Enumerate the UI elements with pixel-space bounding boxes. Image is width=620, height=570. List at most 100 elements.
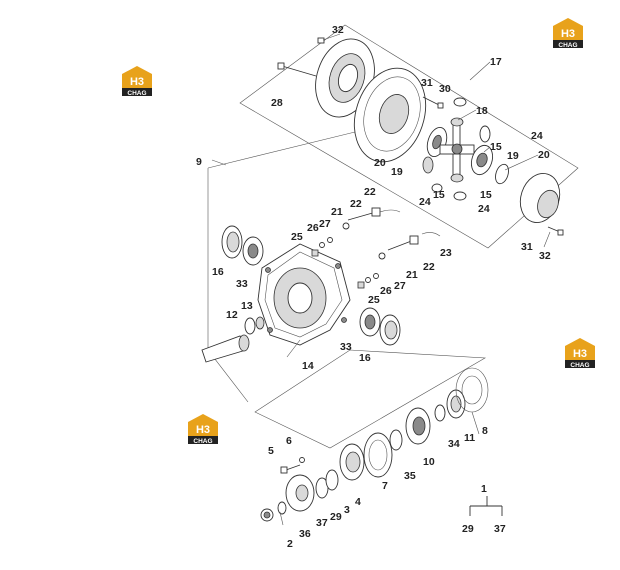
spider-cross-18: [439, 119, 475, 181]
callout-15: 15: [433, 189, 445, 201]
bearing-33-left: [242, 236, 264, 266]
logo-brand-bottom: CHAG: [558, 42, 577, 49]
h3-chag-logo-bottom-left: H3 CHAG: [188, 414, 218, 445]
logo-brand-top: H3: [130, 76, 144, 88]
nut-2: [260, 508, 274, 522]
callout-9: 9: [196, 156, 202, 168]
companion-flange-37: [285, 474, 315, 512]
callout-19: 19: [507, 150, 519, 162]
callout-13: 13: [241, 300, 253, 312]
h3-chag-logo-top-right: H3 CHAG: [553, 18, 583, 49]
bearing-33-right: [359, 307, 381, 337]
kit-bracket: [469, 496, 503, 516]
bearing-cup-16-right: [379, 314, 401, 346]
bearing-cage-4: [339, 443, 365, 481]
callout-24: 24: [531, 130, 543, 142]
callout-17: 17: [490, 56, 502, 68]
callout-16: 16: [212, 266, 224, 278]
spacer-12-13: [244, 316, 265, 335]
callout-27: 27: [319, 218, 331, 230]
callout-31: 31: [521, 241, 533, 253]
crown-wheel-ring-gear: [315, 38, 375, 118]
callout-10: 10: [423, 456, 435, 468]
bearing-cap-bolts-22: [347, 207, 419, 251]
callout-21: 21: [331, 206, 343, 218]
bearing-cup-16-left: [221, 225, 243, 259]
callout-25: 25: [368, 294, 380, 306]
callout-33: 33: [236, 278, 248, 290]
side-gear-right-19: [470, 144, 494, 176]
callout-15: 15: [480, 189, 492, 201]
callout-11: 11: [464, 432, 475, 444]
adjusters-25-26-27: [311, 237, 379, 289]
callout-24: 24: [478, 203, 490, 215]
pinion-assembly-frame: [254, 349, 487, 449]
callout-33: 33: [340, 341, 352, 353]
callout-29: 29: [462, 523, 474, 535]
callout-16: 16: [359, 352, 371, 364]
bearing-10: [405, 407, 431, 445]
callout-19: 19: [391, 166, 403, 178]
callout-30: 30: [439, 83, 451, 95]
callout-15: 15: [490, 141, 502, 153]
callout-28: 28: [271, 97, 283, 109]
axle-housing-14: [257, 243, 351, 346]
callout-22: 22: [350, 198, 362, 210]
leader-lines: [211, 33, 551, 526]
callout-5: 5: [268, 445, 274, 457]
differential-case-half-left: [353, 67, 427, 163]
bolt-5-washer-6: [280, 457, 305, 474]
callout-24: 24: [419, 196, 431, 208]
callout-8: 8: [482, 425, 488, 437]
callout-35: 35: [404, 470, 416, 482]
callout-14: 14: [302, 360, 314, 372]
differential-assembly-frame: [239, 24, 579, 249]
lock-plates-21-23: [342, 209, 441, 260]
callout-34: 34: [448, 438, 460, 450]
callout-31: 31: [421, 77, 433, 89]
logo-brand-bottom: CHAG: [127, 90, 146, 97]
crown-wheel-bolt-28: [277, 62, 317, 77]
callout-37: 37: [316, 517, 328, 529]
shim-35: [389, 429, 403, 451]
callout-22: 22: [364, 186, 376, 198]
callout-32: 32: [539, 250, 551, 262]
planet-gears-15: [422, 117, 464, 183]
callout-22: 22: [423, 261, 435, 273]
callout-25: 25: [291, 231, 303, 243]
logo-brand-top: H3: [196, 424, 210, 436]
spacer-34: [434, 404, 446, 422]
logo-brand-bottom: CHAG: [193, 438, 212, 445]
callout-26: 26: [307, 222, 319, 234]
callout-26: 26: [380, 285, 392, 297]
washer-20-right: [495, 163, 509, 185]
callout-3: 3: [344, 504, 350, 516]
callout-21: 21: [406, 269, 418, 281]
callout-29: 29: [330, 511, 342, 523]
gasket-8: [455, 367, 489, 413]
callout-12: 12: [226, 309, 238, 321]
callout-20: 20: [374, 157, 386, 169]
bolts-and-nuts-30-31-32: [317, 37, 564, 236]
logo-brand-top: H3: [573, 348, 587, 360]
callout-18: 18: [476, 105, 488, 117]
callout-2: 2: [287, 538, 293, 550]
pinion-shaft: [201, 334, 250, 363]
callout-6: 6: [286, 435, 292, 447]
cover-7: [363, 432, 393, 478]
logo-brand-top: H3: [561, 28, 575, 40]
callout-36: 36: [299, 528, 311, 540]
callout-32: 32: [332, 24, 344, 36]
callout-37: 37: [494, 523, 506, 535]
thrust-washers-24: [431, 97, 491, 201]
callout-7: 7: [382, 480, 388, 492]
differential-case-half-right: [519, 173, 561, 223]
callout-23: 23: [440, 247, 452, 259]
logo-brand-bottom: CHAG: [570, 362, 589, 369]
h3-chag-logo-top-left: H3 CHAG: [122, 66, 152, 97]
washer-36: [277, 501, 287, 515]
bearing-11: [446, 389, 466, 419]
seal-29-3: [315, 469, 339, 499]
callout-labels: 32 17 31 30 28 18 24 15 19 20 9 20 19 15…: [196, 24, 551, 550]
